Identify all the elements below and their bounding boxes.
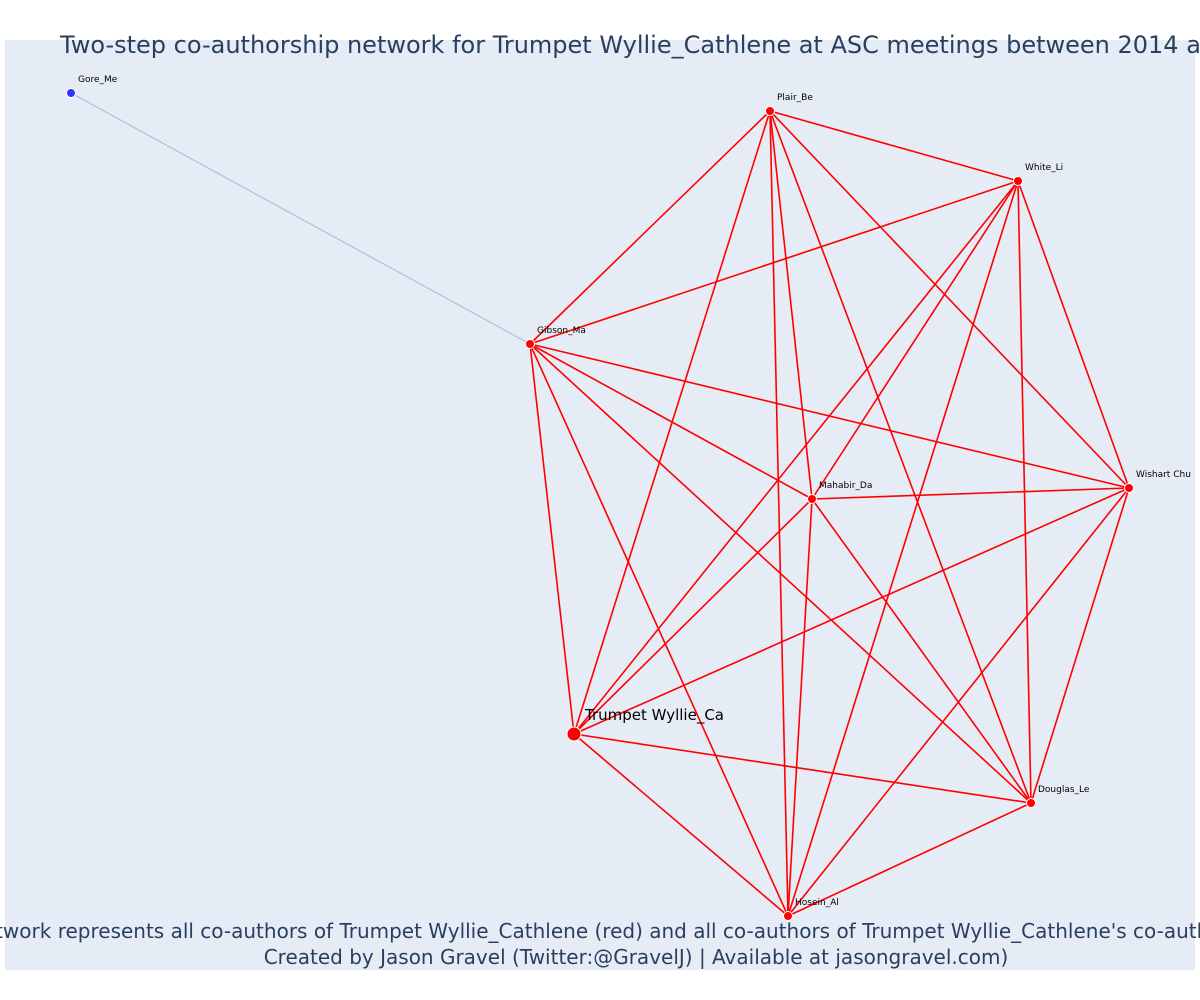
- edge-white-mahabir: [811, 180, 1019, 500]
- edge-gibson-hosein: [529, 343, 789, 917]
- edge-plair-white: [769, 110, 1019, 182]
- node-label-douglas: Douglas_Le: [1038, 785, 1090, 795]
- edge-plair-douglas: [769, 110, 1032, 804]
- edge-plair-gibson: [529, 110, 771, 345]
- edge-white-hosein: [787, 180, 1019, 917]
- edges-layer: [70, 92, 1130, 917]
- edge-plair-mahabir: [769, 110, 813, 500]
- node-douglas[interactable]: [1026, 798, 1036, 808]
- node-label-mahabir: Mahabir_Da: [819, 481, 872, 491]
- edge-white-gibson: [529, 180, 1019, 345]
- node-label-trumpet: Trumpet Wyllie_Ca: [584, 706, 724, 725]
- edge-trumpet-wishart: [573, 487, 1130, 735]
- edge-mahabir-hosein: [787, 498, 813, 917]
- edge-plair-hosein: [769, 110, 789, 917]
- edge-douglas-hosein: [787, 802, 1032, 917]
- edge-trumpet-hosein: [573, 733, 789, 917]
- node-wishart[interactable]: [1124, 483, 1134, 493]
- node-label-wishart: Wishart Chu: [1136, 470, 1191, 480]
- node-plair[interactable]: [765, 106, 775, 116]
- edge-gore-gibson: [70, 92, 531, 345]
- footer-line-1: Network represents all co-authors of Tru…: [0, 919, 1200, 943]
- node-label-hosein: Hosein_Al: [795, 898, 839, 908]
- edge-trumpet-mahabir: [573, 498, 813, 735]
- node-label-plair: Plair_Be: [777, 93, 813, 103]
- node-label-gibson: Gibson_Ma: [537, 326, 586, 336]
- node-white[interactable]: [1013, 176, 1023, 186]
- edge-gibson-douglas: [529, 343, 1032, 804]
- edge-trumpet-gibson: [529, 343, 575, 735]
- edge-plair-wishart: [769, 110, 1130, 489]
- node-gibson[interactable]: [525, 339, 535, 349]
- edge-gibson-mahabir: [529, 343, 813, 500]
- node-label-white: White_Li: [1025, 163, 1063, 173]
- edge-wishart-douglas: [1030, 487, 1130, 804]
- nodes-layer: [66, 88, 1134, 921]
- node-trumpet[interactable]: [566, 726, 582, 742]
- footer-line-2: Created by Jason Gravel (Twitter:@Gravel…: [264, 945, 1009, 969]
- edge-white-wishart: [1017, 180, 1130, 489]
- edge-mahabir-douglas: [811, 498, 1032, 804]
- edge-wishart-hosein: [787, 487, 1130, 917]
- labels-layer: Gore_MePlair_BeWhite_LiGibson_MaMahabir_…: [78, 75, 1191, 908]
- edge-trumpet-white: [573, 180, 1019, 735]
- edge-trumpet-douglas: [573, 733, 1032, 804]
- edge-gibson-wishart: [529, 343, 1130, 489]
- node-label-gore: Gore_Me: [78, 75, 118, 85]
- plot-background: [5, 40, 1195, 970]
- node-mahabir[interactable]: [807, 494, 817, 504]
- edge-mahabir-wishart: [811, 487, 1130, 500]
- node-gore[interactable]: [66, 88, 76, 98]
- node-hosein[interactable]: [783, 911, 793, 921]
- chart-title: Two-step co-authorship network for Trump…: [59, 31, 1200, 59]
